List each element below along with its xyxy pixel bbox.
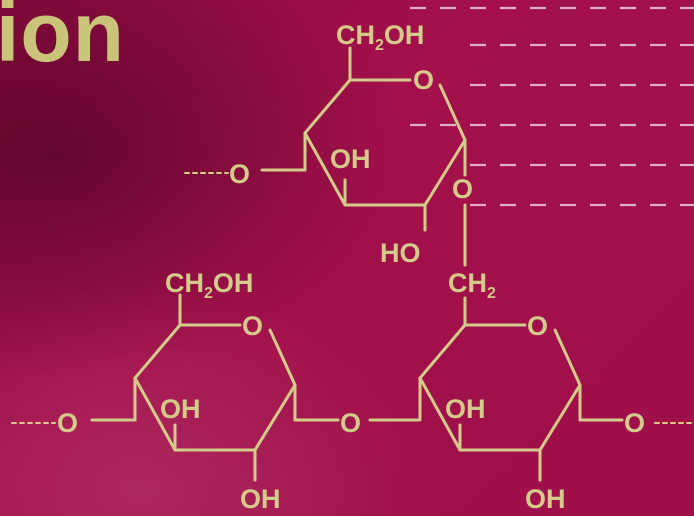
top-glucose-ring: CH2OH O OH HO O O: [184, 20, 473, 268]
left-oh-label: OH: [160, 394, 201, 424]
decorative-dashed-lines: [410, 6, 694, 207]
top-ring-oxygen: O: [413, 65, 434, 95]
left-ring-oxygen: O: [242, 311, 263, 341]
top-oh-label: OH: [330, 144, 371, 174]
left-oh-bottom-label: OH: [240, 484, 281, 514]
right-glucose-ring: CH2 O OH OH O: [418, 268, 694, 514]
top-left-link-oxygen: O: [229, 159, 250, 189]
top-ch2oh-label: CH2OH: [336, 20, 424, 54]
left-glucose-ring: CH2OH O OH OH O: [11, 268, 340, 514]
left-ch2oh-label: CH2OH: [165, 268, 253, 302]
slide-title-fragment: ion: [0, 0, 125, 79]
left-link-oxygen: O: [57, 408, 78, 438]
branch-oxygen: O: [452, 174, 473, 204]
right-link-oxygen: O: [624, 408, 645, 438]
glycosidic-oxygen: O: [340, 408, 361, 438]
right-ring-oxygen: O: [527, 311, 548, 341]
top-ho-label: HO: [380, 238, 421, 268]
right-oh-bottom-label: OH: [525, 484, 566, 514]
right-oh-label: OH: [445, 394, 486, 424]
top-ring-bonds: [303, 78, 467, 207]
right-ch2-label: CH2: [448, 268, 496, 302]
